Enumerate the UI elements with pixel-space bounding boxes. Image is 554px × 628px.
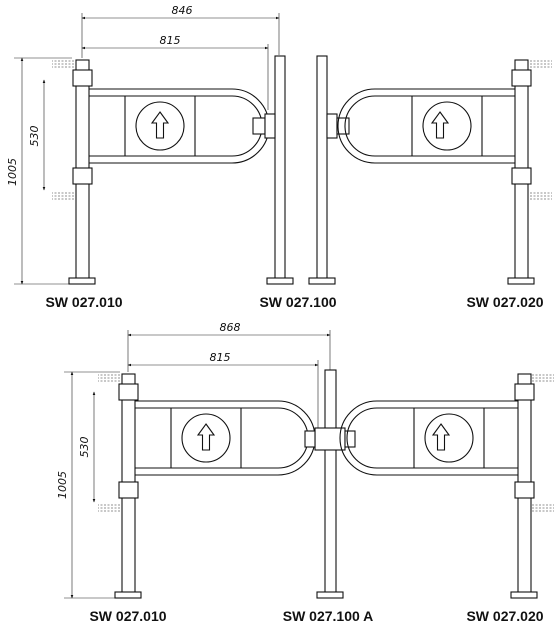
top-label-center: SW 027.100	[259, 294, 336, 310]
top-dim-height: 1005	[6, 158, 19, 186]
bottom-post-left	[97, 373, 316, 599]
bottom-dim-outer: 868	[220, 321, 241, 334]
bottom-post-right	[510, 373, 554, 599]
top-label-right: SW 027.020	[466, 294, 543, 310]
top-dim-inner: 815	[160, 34, 181, 47]
bottom-label-left: SW 027.010	[89, 608, 166, 624]
bottom-label-right: SW 027.020	[466, 608, 543, 624]
bottom-dim-height: 1005	[56, 471, 69, 499]
top-post-right	[337, 59, 553, 285]
bottom-post-center	[304, 369, 521, 599]
top-dim-span: 530	[28, 126, 41, 147]
bottom-dim-span: 530	[78, 437, 91, 458]
top-assembly: 846 815 1005 530	[6, 4, 553, 310]
top-post-center	[252, 55, 350, 285]
bottom-assembly: 868 815 1005 530	[56, 321, 554, 624]
bottom-dim-inner: 815	[210, 351, 231, 364]
bottom-label-center: SW 027.100 A	[283, 608, 374, 624]
top-post-left	[51, 59, 270, 285]
top-label-left: SW 027.010	[45, 294, 122, 310]
top-dim-outer: 846	[172, 4, 193, 17]
